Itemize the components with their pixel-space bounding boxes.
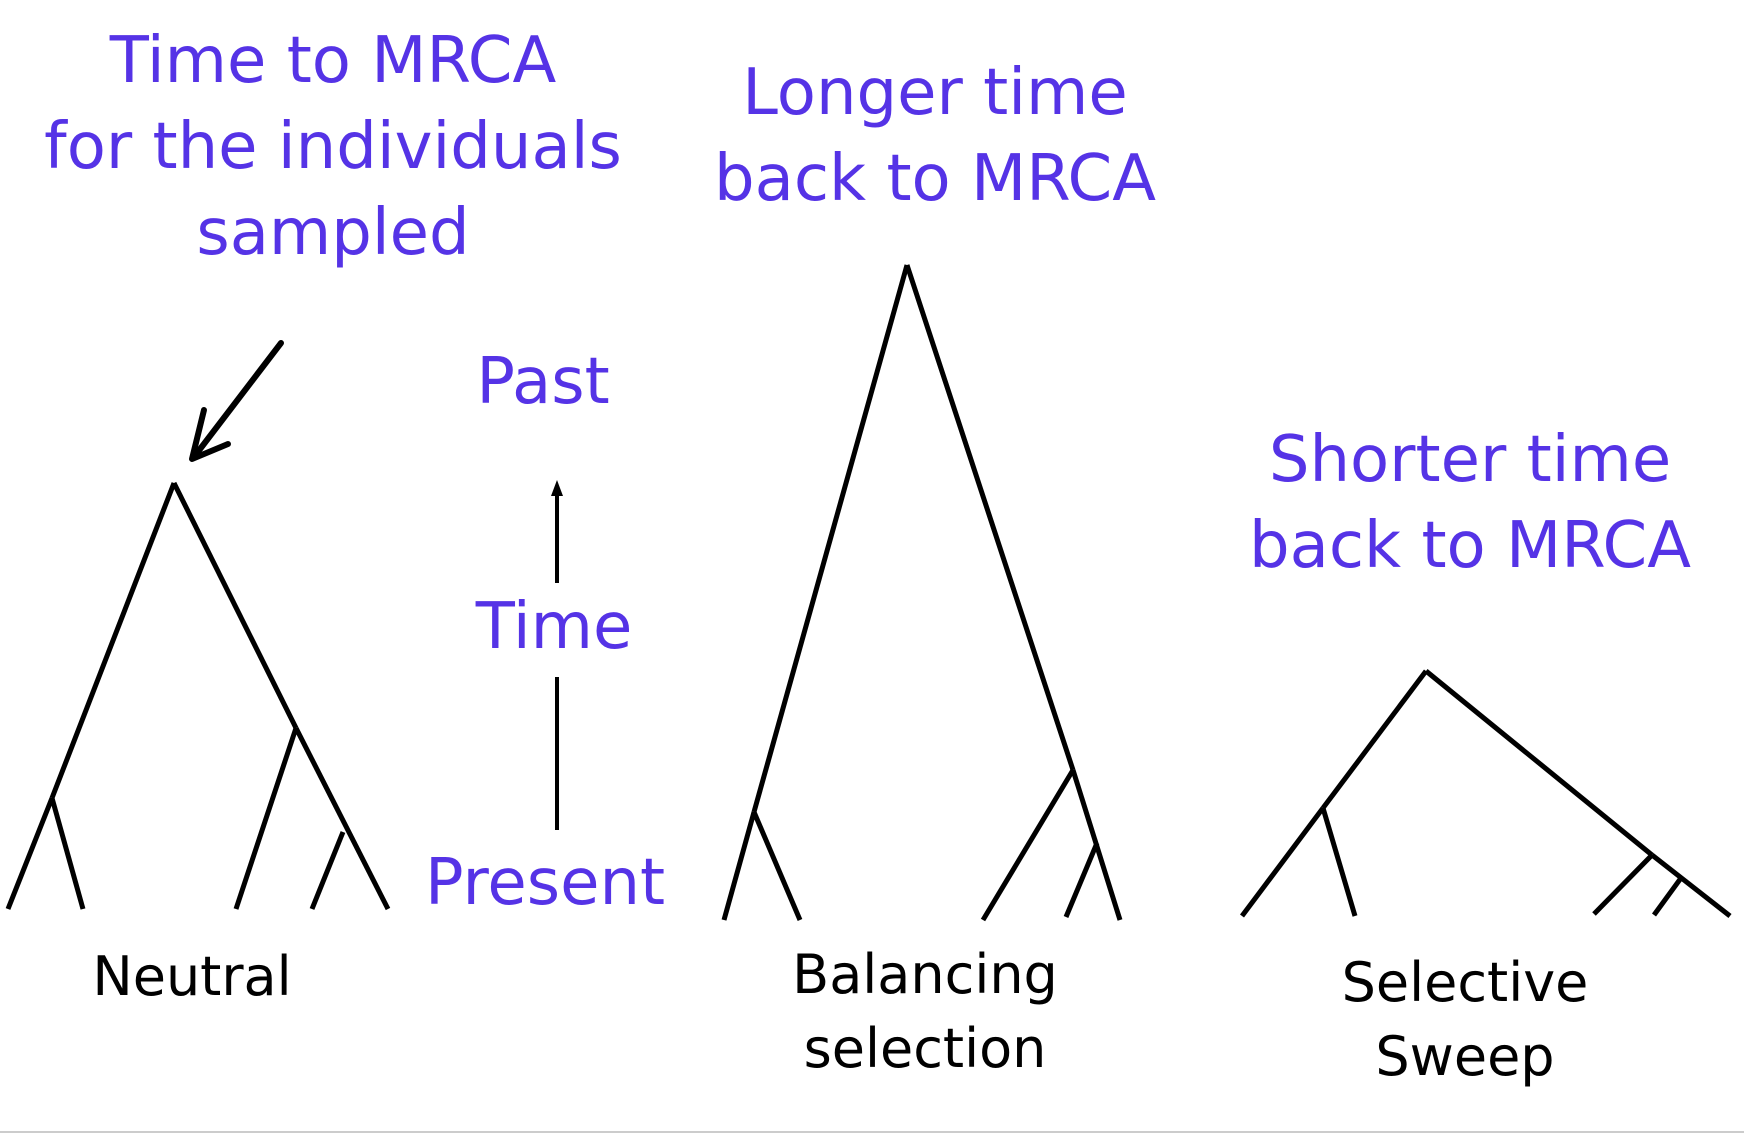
balancing-tree bbox=[721, 264, 1123, 922]
neutral-right-branch bbox=[171, 481, 299, 730]
sweep-tree bbox=[1240, 669, 1732, 918]
balancing-caption-line-1: Balancing bbox=[792, 943, 1058, 1006]
sweep-caption: Selective Sweep bbox=[1315, 946, 1615, 1094]
shorter-annotation-line-1: Shorter time bbox=[1268, 423, 1672, 497]
longer-annotation: Longer time back to MRCA bbox=[700, 50, 1170, 222]
sweep-caption-line-1: Selective bbox=[1341, 951, 1589, 1014]
balancing-caption: Balancing selection bbox=[770, 938, 1080, 1086]
neutral-leaf-2 bbox=[49, 797, 86, 910]
balancing-leaf-1 bbox=[721, 811, 757, 921]
mrca-annotation-line-2: for the individuals bbox=[44, 110, 622, 184]
mrca-annotation-line-3: sampled bbox=[196, 196, 470, 270]
present-label: Present bbox=[425, 846, 666, 920]
longer-annotation-line-2: back to MRCA bbox=[714, 142, 1156, 216]
shorter-annotation: Shorter time back to MRCA bbox=[1235, 417, 1705, 589]
neutral-leaf-3 bbox=[309, 831, 346, 910]
sweep-sub-right bbox=[1650, 853, 1732, 918]
neutral-left-branch bbox=[49, 482, 177, 799]
mrca-annotation-line-1: Time to MRCA bbox=[109, 24, 557, 98]
sweep-caption-line-2: Sweep bbox=[1375, 1025, 1555, 1088]
mrca-arrow bbox=[189, 340, 284, 462]
mrca-annotation: Time to MRCA for the individuals sampled bbox=[38, 18, 628, 276]
bottom-divider bbox=[0, 1131, 1744, 1133]
neutral-tree bbox=[5, 481, 391, 911]
neutral-leaf-1 bbox=[5, 797, 55, 910]
sweep-leaf-3 bbox=[1592, 853, 1654, 916]
past-label: Past bbox=[476, 345, 610, 419]
sweep-leaf-2 bbox=[1320, 807, 1358, 917]
neutral-caption-line-1: Neutral bbox=[92, 945, 292, 1008]
sweep-leaf-4 bbox=[1651, 876, 1684, 917]
balancing-sub-left bbox=[980, 768, 1076, 922]
shorter-annotation-line-2: back to MRCA bbox=[1249, 509, 1691, 583]
time-axis bbox=[551, 480, 563, 830]
sweep-leaf-1 bbox=[1240, 806, 1325, 918]
sweep-right-branch bbox=[1424, 669, 1654, 857]
balancing-right-branch bbox=[904, 264, 1076, 771]
neutral-caption: Neutral bbox=[62, 940, 322, 1014]
balancing-leaf-3 bbox=[1063, 842, 1100, 918]
sweep-left-branch bbox=[1321, 669, 1428, 810]
time-axis-arrowhead bbox=[551, 480, 563, 496]
neutral-sub-left bbox=[233, 727, 299, 910]
longer-annotation-line-1: Longer time bbox=[742, 56, 1128, 130]
balancing-caption-line-2: selection bbox=[803, 1017, 1047, 1080]
time-label: Time bbox=[475, 590, 633, 664]
balancing-leaf-2 bbox=[751, 811, 803, 921]
balancing-left-branch bbox=[751, 264, 910, 813]
neutral-sub-right bbox=[293, 726, 391, 911]
